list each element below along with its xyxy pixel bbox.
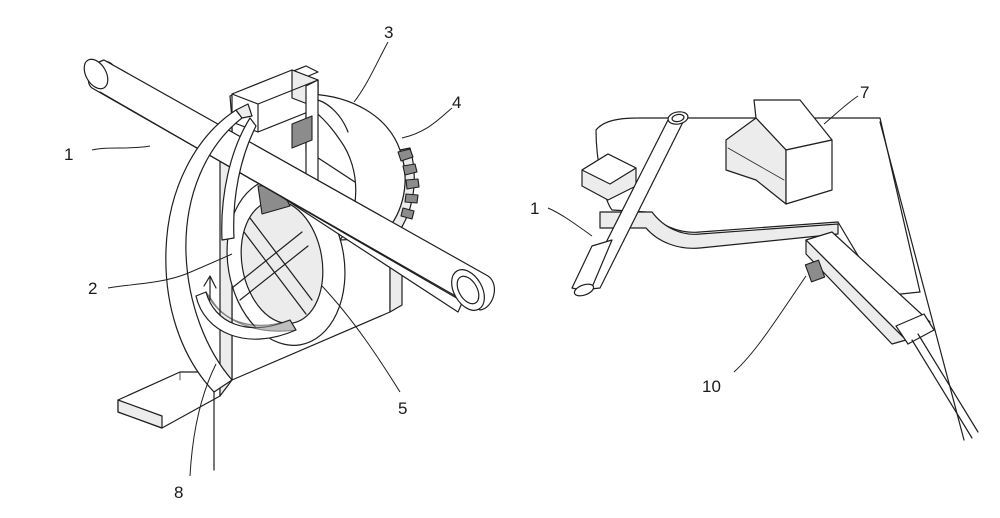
- leader-left-5: [321, 285, 401, 393]
- label-left-3: 3: [384, 23, 393, 42]
- label-left-4: 4: [452, 93, 461, 112]
- inner-wheel: [226, 178, 346, 346]
- label-right-1: 1: [530, 199, 539, 218]
- pipe: [83, 58, 496, 313]
- label-left-8: 8: [174, 483, 183, 502]
- sensor-housing: [804, 121, 979, 441]
- motor-block: [725, 99, 833, 205]
- label-right-10: 10: [702, 377, 721, 396]
- right-assembly: 1 7 10: [530, 83, 979, 441]
- leader-left-2: [107, 253, 233, 289]
- left-bending-device: 1 2 3 4 5 8: [64, 23, 496, 502]
- label-left-5: 5: [398, 399, 407, 418]
- rotation-arrow: [195, 275, 297, 340]
- shaft-block: [291, 79, 349, 187]
- leader-left-8: [189, 363, 217, 477]
- rod: [571, 111, 689, 297]
- bending-die: [165, 103, 257, 471]
- leader-right-1: [547, 207, 593, 237]
- leader-left-3: [353, 41, 389, 103]
- label-left-1: 1: [64, 145, 73, 164]
- leader-right-10: [733, 275, 807, 373]
- label-left-2: 2: [88, 279, 97, 298]
- base-plate: [117, 371, 221, 429]
- leader-left-1: [91, 145, 151, 151]
- rotating-disc: [309, 93, 420, 245]
- lever-arm: [581, 117, 921, 297]
- leader-left-4: [401, 107, 453, 139]
- label-right-7: 7: [860, 83, 869, 102]
- leader-right-7: [823, 95, 859, 125]
